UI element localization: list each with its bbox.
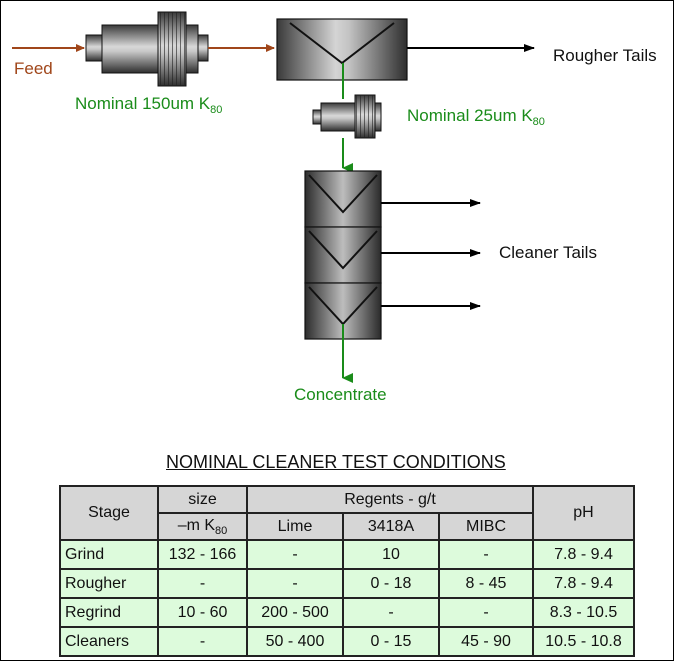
grind-size-label: Nominal 150um K80 bbox=[75, 94, 223, 116]
table-row: Grind 132 - 166 - 10 - 7.8 - 9.4 bbox=[59, 539, 635, 570]
cell-size: - bbox=[157, 568, 248, 599]
header-size-bottom: –m K80 bbox=[157, 512, 248, 541]
cleaner-tails-label: Cleaner Tails bbox=[499, 243, 597, 262]
feed-label: Feed bbox=[14, 59, 53, 78]
cell-ph: 10.5 - 10.8 bbox=[532, 626, 635, 657]
header-ph: pH bbox=[532, 485, 635, 541]
cell-3418a: 0 - 18 bbox=[342, 568, 440, 599]
table-row: Regrind 10 - 60 200 - 500 - - 8.3 - 10.5 bbox=[59, 597, 635, 628]
cell-lime: 50 - 400 bbox=[246, 626, 344, 657]
cell-stage: Regrind bbox=[59, 597, 159, 628]
table-row: Cleaners - 50 - 400 0 - 15 45 - 90 10.5 … bbox=[59, 626, 635, 657]
cell-3418a: 0 - 15 bbox=[342, 626, 440, 657]
header-stage: Stage bbox=[59, 485, 159, 541]
cleaner-cells-icon bbox=[304, 170, 382, 340]
header-3418a: 3418A bbox=[342, 512, 440, 541]
cell-lime: - bbox=[246, 539, 344, 570]
test-conditions-table: Stage size Regents - g/t pH –m K80 Lime … bbox=[59, 485, 635, 657]
cell-3418a: - bbox=[342, 597, 440, 628]
cell-size: 132 - 166 bbox=[157, 539, 248, 570]
cell-lime: - bbox=[246, 568, 344, 599]
cell-ph: 8.3 - 10.5 bbox=[532, 597, 635, 628]
cell-ph: 7.8 - 9.4 bbox=[532, 568, 635, 599]
cell-mibc: - bbox=[438, 597, 534, 628]
concentrate-label: Concentrate bbox=[294, 385, 387, 404]
cell-mibc: 45 - 90 bbox=[438, 626, 534, 657]
cell-stage: Grind bbox=[59, 539, 159, 570]
table-title: NOMINAL CLEANER TEST CONDITIONS bbox=[166, 452, 506, 472]
cell-size: - bbox=[157, 626, 248, 657]
regrind-mill-icon bbox=[312, 94, 382, 139]
cell-stage: Cleaners bbox=[59, 626, 159, 657]
rougher-tails-label: Rougher Tails bbox=[553, 46, 657, 65]
cell-size: 10 - 60 bbox=[157, 597, 248, 628]
cleaner-tails-streams bbox=[381, 199, 481, 310]
header-regents: Regents - g/t bbox=[246, 485, 534, 514]
cell-lime: 200 - 500 bbox=[246, 597, 344, 628]
primary-mill-icon bbox=[85, 11, 209, 87]
cell-ph: 7.8 - 9.4 bbox=[532, 539, 635, 570]
regrind-size-label: Nominal 25um K80 bbox=[407, 106, 545, 128]
cell-mibc: - bbox=[438, 539, 534, 570]
header-lime: Lime bbox=[246, 512, 344, 541]
cell-stage: Rougher bbox=[59, 568, 159, 599]
header-mibc: MIBC bbox=[438, 512, 534, 541]
cell-mibc: 8 - 45 bbox=[438, 568, 534, 599]
header-size-top: size bbox=[157, 485, 248, 514]
cell-3418a: 10 bbox=[342, 539, 440, 570]
table-row: Rougher - - 0 - 18 8 - 45 7.8 - 9.4 bbox=[59, 568, 635, 599]
